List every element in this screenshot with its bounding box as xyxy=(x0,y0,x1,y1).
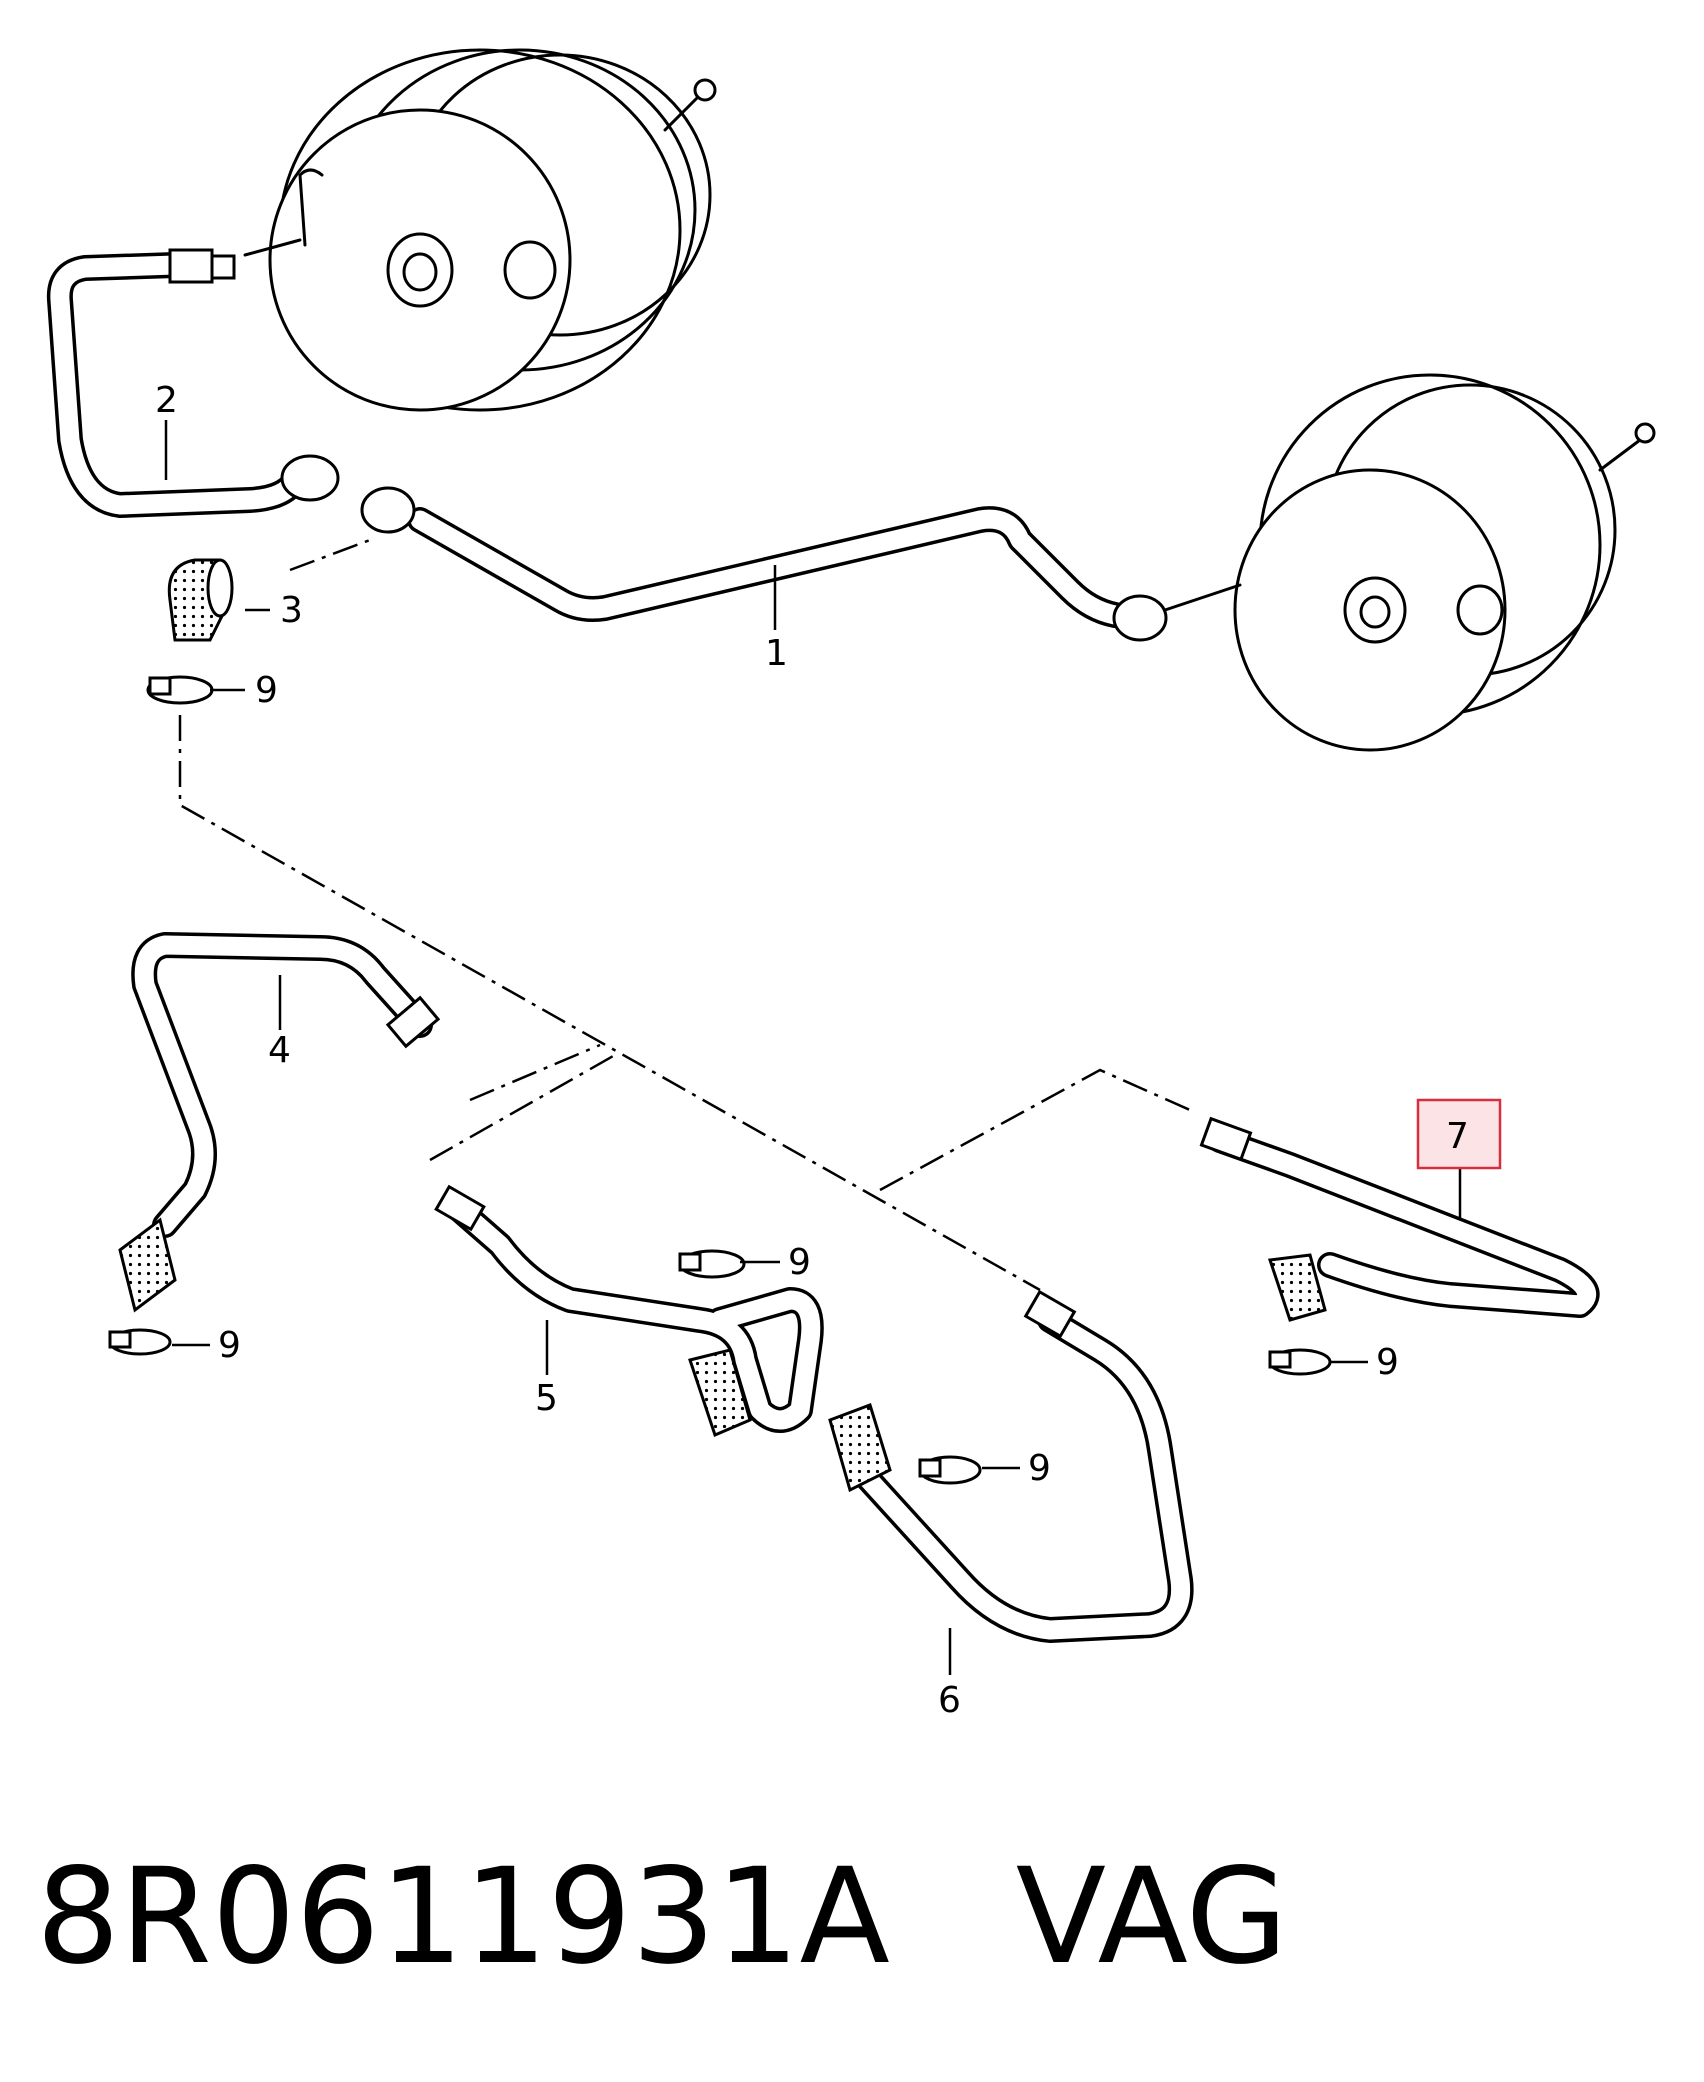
brake-booster-lower xyxy=(1233,373,1656,752)
hose-7 xyxy=(1199,1116,1600,1322)
highlight-box-7 xyxy=(1416,1098,1502,1170)
hose-1 xyxy=(360,486,1242,642)
hose-4 xyxy=(118,932,441,1313)
assembly-lines xyxy=(178,538,1191,1292)
clamp-9-c xyxy=(678,1249,746,1279)
clamp-9-d xyxy=(918,1455,982,1485)
callout-6: 6 xyxy=(938,1680,961,1721)
callout-7: 7 xyxy=(1446,1116,1469,1157)
callout-9-b: 9 xyxy=(218,1325,241,1366)
brand-name: VAG xyxy=(1015,1840,1288,1994)
leader-lines xyxy=(164,420,1462,1675)
callout-2: 2 xyxy=(155,380,178,421)
clamp-9-a xyxy=(146,675,214,705)
callout-4: 4 xyxy=(268,1030,291,1071)
part-number: 8R0611931A xyxy=(36,1840,890,1994)
callout-1: 1 xyxy=(765,633,788,674)
callout-9-c: 9 xyxy=(788,1242,811,1283)
callout-3: 3 xyxy=(280,590,303,631)
brake-booster-upper xyxy=(268,48,717,412)
hose-2 xyxy=(46,238,340,518)
part-caption: 8R0611931A VAG xyxy=(36,1840,1288,1994)
callout-9-d: 9 xyxy=(1028,1448,1051,1489)
elbow-3 xyxy=(167,558,234,642)
hose-5 xyxy=(434,1184,824,1438)
callout-5: 5 xyxy=(535,1378,558,1419)
hose-6 xyxy=(828,1289,1194,1643)
callout-9-e: 9 xyxy=(1376,1342,1399,1383)
clamp-9-e xyxy=(1268,1348,1332,1376)
callout-9-a: 9 xyxy=(255,670,278,711)
parts-diagram: 1 2 3 4 5 6 7 9 9 9 9 9 xyxy=(46,48,1656,1721)
clamp-9-b xyxy=(108,1328,172,1356)
